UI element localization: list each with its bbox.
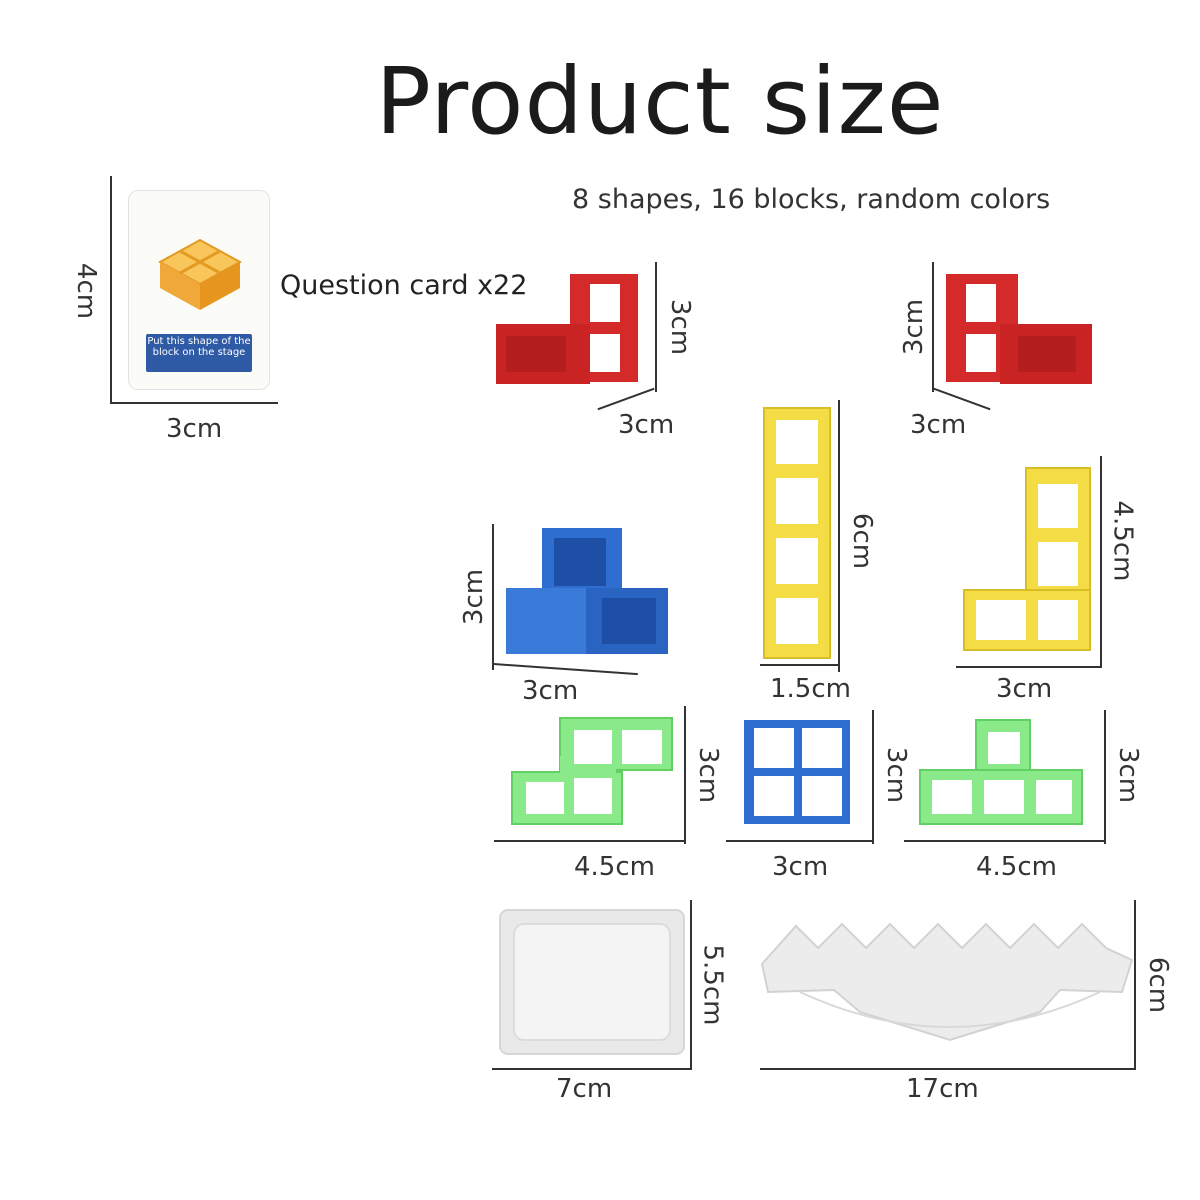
yellow-l-width-label: 3cm — [996, 674, 1053, 704]
yellow-l-piece — [963, 467, 1091, 651]
card-height-label: 4cm — [71, 262, 102, 320]
red-piece-right — [946, 274, 1092, 384]
yellow-i-width-line — [760, 664, 840, 666]
blue-corner-width-line — [492, 662, 638, 676]
stage-height-label: 6cm — [1143, 956, 1174, 1014]
tray-width-label: 7cm — [556, 1074, 613, 1104]
blue-square-height-label: 3cm — [881, 746, 912, 804]
red-right-height-label: 3cm — [899, 298, 930, 356]
red-right-width-label: 3cm — [910, 410, 967, 440]
yellow-i-height-label: 6cm — [847, 512, 878, 570]
yellow-i-width-label: 1.5cm — [770, 674, 851, 704]
blue-corner-width-label: 3cm — [522, 676, 579, 706]
blue-square-height-line — [872, 710, 874, 844]
card-instruction: Put this shape of the block on the stage — [146, 334, 252, 372]
subtitle: 8 shapes, 16 blocks, random colors — [572, 184, 1051, 215]
tray-piece — [499, 909, 685, 1055]
red-left-height-label: 3cm — [665, 298, 696, 356]
yellow-i-height-line — [838, 400, 840, 672]
yellow-l-width-line — [956, 666, 1102, 668]
red-left-width-label: 3cm — [618, 410, 675, 440]
page-title: Product size — [375, 48, 945, 155]
yellow-l-height-label: 4.5cm — [1107, 500, 1138, 582]
green-t-width-line — [904, 840, 1106, 842]
stage-height-line — [1134, 900, 1136, 1070]
blue-corner-height-line — [492, 524, 494, 670]
green-t-height-label: 3cm — [1113, 746, 1144, 804]
blue-square-width-line — [726, 840, 874, 842]
green-t-height-line — [1104, 710, 1106, 844]
balance-stage-piece — [760, 922, 1134, 1042]
tray-height-line — [690, 900, 692, 1070]
card-block-icon — [157, 238, 243, 310]
question-card-label: Question card x22 — [280, 270, 528, 301]
stage-width-line — [760, 1068, 1136, 1070]
green-s-height-label: 3cm — [693, 746, 724, 804]
green-t-width-label: 4.5cm — [976, 852, 1057, 882]
tray-height-label: 5.5cm — [697, 944, 728, 1026]
blue-square-width-label: 3cm — [772, 852, 829, 882]
yellow-i-piece — [763, 407, 831, 659]
stage-width-label: 17cm — [906, 1074, 979, 1104]
blue-corner-piece — [506, 528, 668, 654]
card-width-label: 3cm — [166, 414, 223, 444]
yellow-l-height-line — [1100, 456, 1102, 668]
blue-corner-height-label: 3cm — [459, 568, 490, 626]
red-left-height-line — [655, 262, 657, 392]
card-height-line — [110, 176, 112, 404]
blue-square-piece — [744, 720, 850, 824]
tray-width-line — [492, 1068, 692, 1070]
red-piece-left — [496, 274, 638, 384]
green-s-height-line — [684, 706, 686, 844]
green-s-piece — [511, 717, 673, 825]
card-width-line — [110, 402, 278, 404]
green-t-piece — [919, 719, 1083, 825]
green-s-width-label: 4.5cm — [574, 852, 655, 882]
red-right-height-line — [932, 262, 934, 392]
green-s-width-line — [494, 840, 686, 842]
